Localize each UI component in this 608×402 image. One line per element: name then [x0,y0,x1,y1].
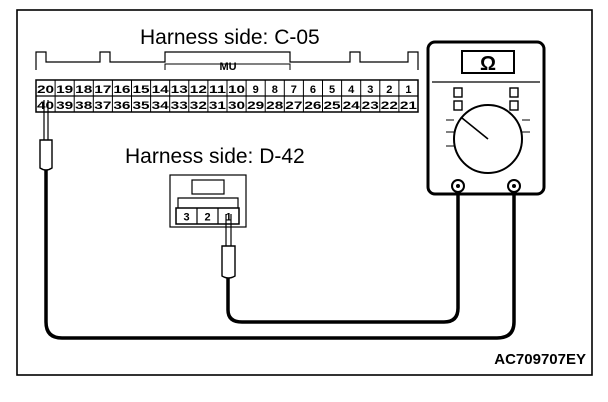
ohmmeter-display [461,50,515,74]
connector-c05-pin-label: 9 [253,84,259,96]
connector-c05-pin-label: 1 [405,84,411,96]
ohmmeter-terminal-ohm-dot [512,184,516,188]
connector-d42-inner [177,197,239,208]
ohmmeter-dial-ticks [446,119,530,147]
ohmmeter-body [426,40,546,196]
probe-handle [221,245,236,279]
connector-c05-pin-label: 3 [367,84,373,96]
ohmmeter-terminal-com-dot [456,184,460,188]
connector-c05-pin-label: 29 [247,100,264,112]
connector-c05-shell [35,51,419,70]
connector-c05-mark-bracket [164,63,291,70]
connector-c05-pin-label: 14 [152,84,170,96]
test-lead-2 [226,192,460,324]
ohmmeter-dial-pointer [461,117,489,140]
connector-c05-pin-label: 33 [171,100,188,112]
connector-c05: MU 2040193918381737163615351434133312321… [35,51,419,113]
connector-d42-pin-label: 3 [183,212,189,224]
connector-c05-pin-label: 18 [75,84,92,96]
connector-c05-pin-label: 20 [37,84,54,96]
connector-c05-pin-label: 24 [343,100,361,112]
ohmmeter: Ω [426,40,546,196]
connector-c05-pin-label: 32 [190,100,207,112]
connector-c05-pin-label: 6 [310,84,316,96]
connector-d42-pin-label: 2 [204,212,210,224]
ohmmeter-button [509,100,519,111]
connector-c05-pin-label: 38 [75,100,92,112]
connector-c05-pin-label: 2 [386,84,392,96]
test-lead-1 [44,170,516,340]
figure-frame [16,9,593,376]
connector-c05-pin-label: 19 [56,84,73,96]
connector-c05-title: Harness side: C-05 [140,26,320,49]
connector-c05-pin-label: 8 [272,84,278,96]
connector-c05-mark: MU [219,61,236,73]
ohmmeter-rotary-dial [453,104,523,174]
ohm-symbol: Ω [480,53,496,75]
connector-c05-pin-label: 17 [94,84,111,96]
connector-c05-pin-label: 40 [37,100,54,112]
connector-c05-pin-label: 34 [152,100,170,112]
connector-c05-pin-label: 22 [381,100,398,112]
ohmmeter-button [453,100,463,111]
connector-d42-pin-label: 1 [225,212,231,224]
connector-d42: 3 2 1 [169,174,247,228]
connector-c05-pin-label: 27 [285,100,302,112]
connector-d42-housing [169,174,247,228]
connector-c05-pin-label: 31 [209,100,226,112]
connector-c05-pin-label: 35 [133,100,150,112]
connector-c05-pin-label: 26 [304,100,321,112]
probe-handle [39,139,53,171]
connector-c05-pin-cells: 2040193918381737163615351434133312321131… [37,80,417,112]
ohmmeter-button [509,87,519,98]
ohmmeter-button [453,87,463,98]
connector-c05-pin-label: 11 [209,84,226,96]
connector-c05-pin-label: 39 [56,100,73,112]
figure-code: AC709707EY [494,351,586,368]
connector-c05-pin-label: 25 [324,100,341,112]
connector-d42-title: Harness side: D-42 [125,145,305,168]
connector-c05-pin-label: 28 [266,100,283,112]
connector-c05-pin-label: 36 [113,100,130,112]
connector-c05-pin-label: 13 [171,84,188,96]
connector-c05-pin-label: 21 [400,100,417,112]
connector-c05-pin-label: 30 [228,100,245,112]
connector-d42-lock [191,179,225,195]
connector-c05-pin-label: 37 [94,100,111,112]
connector-c05-pin-label: 5 [329,84,335,96]
connector-c05-pin-label: 4 [348,84,355,96]
connector-d42-pin-row [175,207,240,225]
connector-c05-pin-label: 7 [291,84,297,96]
probe-c05 [39,100,53,171]
connector-c05-pin-label: 12 [190,84,207,96]
connector-c05-pin-label: 15 [133,84,150,96]
connector-c05-pin-label: 23 [362,100,379,112]
connector-c05-pin-label: 16 [113,84,130,96]
connector-c05-pin-label: 10 [228,84,245,96]
probe-d42 [221,214,236,279]
